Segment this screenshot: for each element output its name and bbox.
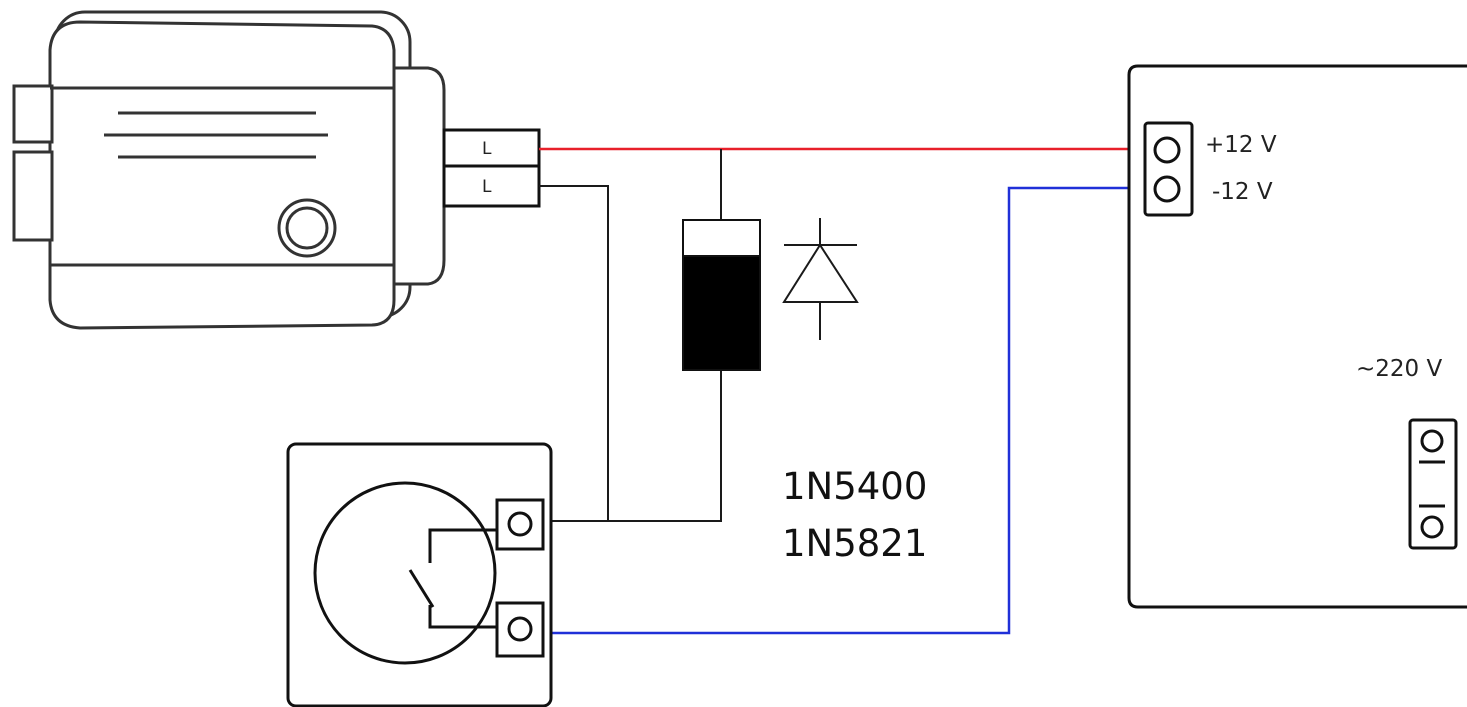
power-mains-label: ~220 V bbox=[1356, 356, 1442, 382]
power-plus-label: +12 V bbox=[1205, 132, 1277, 158]
power-supply bbox=[1127, 64, 1467, 609]
wire-negative bbox=[546, 186, 1152, 635]
power-minus-label: -12 V bbox=[1212, 179, 1273, 205]
lock-terminal-top-label: L bbox=[482, 139, 492, 159]
wire-lock-to-button bbox=[539, 185, 609, 522]
dc-terminal-plus bbox=[1153, 136, 1181, 164]
ac-terminal-1 bbox=[1420, 429, 1444, 453]
diode-symbol bbox=[782, 218, 859, 340]
lock-terminal-top bbox=[442, 128, 541, 168]
switch-blade bbox=[408, 569, 435, 608]
power-supply-box bbox=[1127, 64, 1467, 609]
ac-terminal-block bbox=[1408, 418, 1458, 550]
dc-terminal-minus bbox=[1153, 175, 1181, 203]
exit-button bbox=[286, 442, 553, 707]
lock-body bbox=[48, 20, 396, 330]
diode-component bbox=[682, 219, 761, 371]
diode-part-number-2: 1N5821 bbox=[782, 522, 927, 565]
diode-lead-bottom bbox=[608, 370, 722, 522]
lock-side-cap bbox=[392, 66, 446, 286]
diode-part-number-1: 1N5400 bbox=[782, 465, 927, 508]
lock-terminal-bottom bbox=[442, 164, 541, 208]
lock-terminal-bottom-label: L bbox=[482, 177, 492, 197]
ac-terminal-2 bbox=[1420, 515, 1444, 539]
diode-body bbox=[682, 255, 761, 371]
electric-lock bbox=[12, 10, 541, 330]
lock-bolt-top bbox=[12, 84, 54, 144]
lock-bolt-bottom bbox=[12, 150, 54, 242]
button-face bbox=[313, 481, 497, 665]
diode-band bbox=[682, 219, 761, 259]
